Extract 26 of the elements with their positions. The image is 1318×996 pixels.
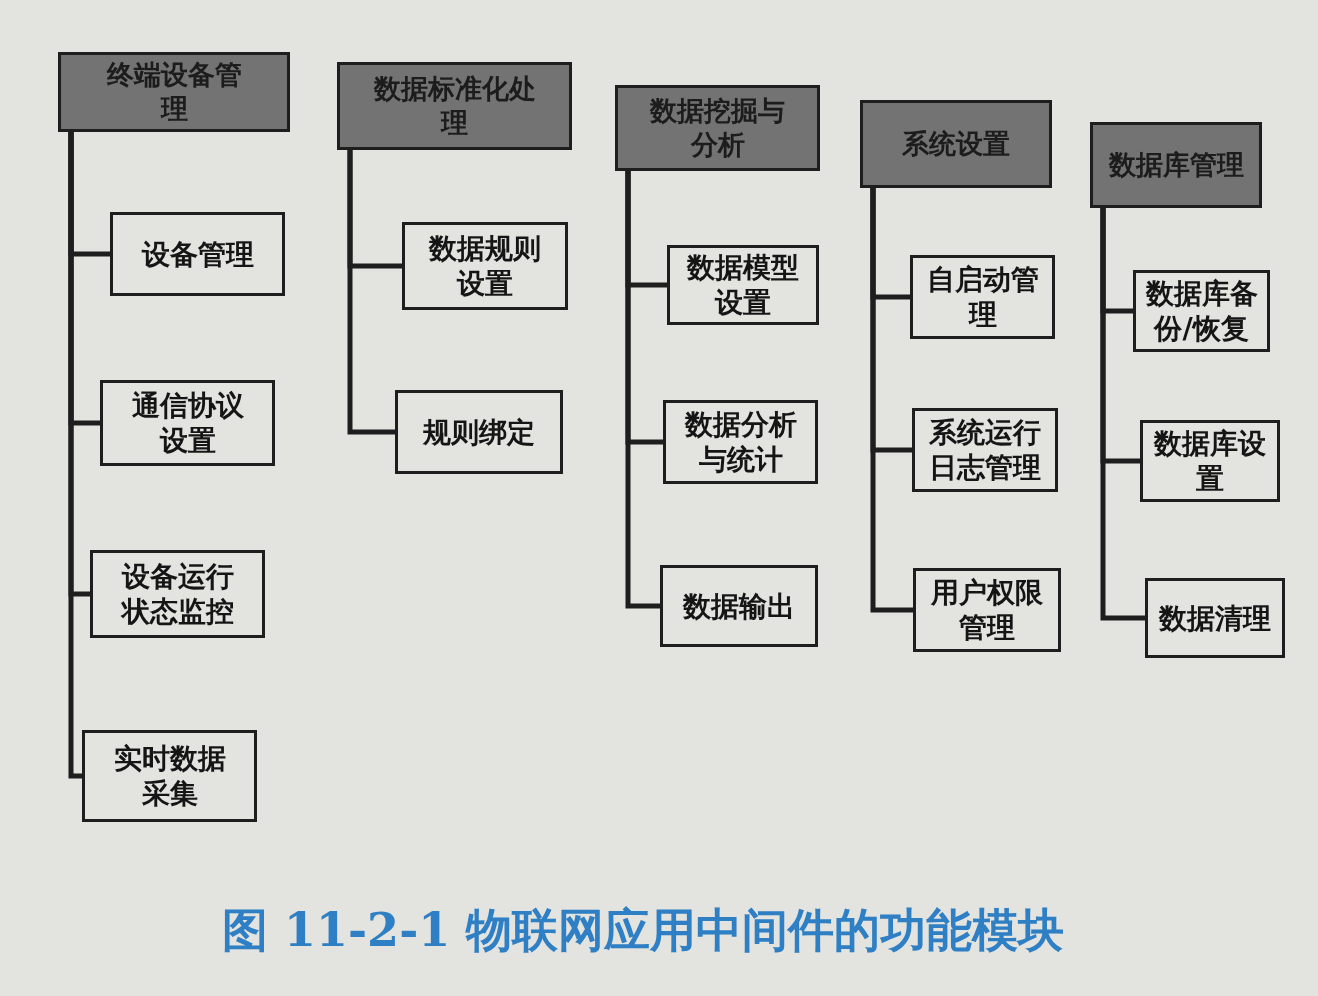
module-header-box: 数据挖掘与分析 [615,85,820,171]
function-box: 设备运行状态监控 [90,550,265,638]
function-box: 数据分析与统计 [663,400,818,484]
function-box: 用户权限管理 [913,568,1061,652]
function-box: 数据规则设置 [402,222,568,310]
function-box: 数据库备份/恢复 [1133,270,1270,352]
function-box: 数据库设置 [1140,420,1280,502]
module-header-box: 数据标准化处理 [337,62,572,150]
module-header-box: 终端设备管理 [58,52,290,132]
function-box: 规则绑定 [395,390,563,474]
function-box: 数据输出 [660,565,818,647]
function-box: 实时数据采集 [82,730,257,822]
module-header-box: 系统设置 [860,100,1052,188]
connector-line [68,132,82,779]
function-box: 数据清理 [1145,578,1285,658]
function-box: 设备管理 [110,212,285,296]
connector-line [1100,208,1145,621]
function-box: 通信协议设置 [100,380,275,466]
function-box: 数据模型设置 [667,245,819,325]
function-box: 系统运行日志管理 [912,408,1058,492]
figure-caption: 图 11-2-1 物联网应用中间件的功能模块 [222,903,1065,959]
function-box: 自启动管理 [910,255,1055,339]
module-header-box: 数据库管理 [1090,122,1262,208]
connector-line [625,171,660,609]
connector-line [347,150,395,435]
connector-line [870,188,913,613]
